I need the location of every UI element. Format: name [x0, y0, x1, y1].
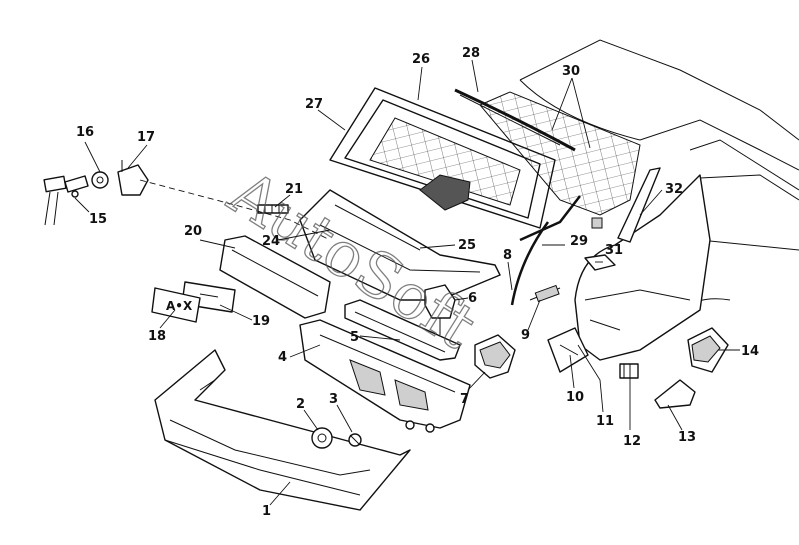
wiper-motor	[419, 174, 471, 211]
clip-small	[619, 363, 639, 379]
callout-15: 15	[89, 212, 107, 227]
callout-17: 17	[137, 130, 155, 145]
license-plate	[151, 287, 201, 323]
bumper-bracket-upper	[344, 299, 461, 361]
callout-2: 2	[296, 397, 305, 412]
rear-bumper	[154, 349, 411, 511]
callout-12: 12	[623, 434, 641, 449]
callout-18: 18	[148, 329, 166, 344]
tailgate-lock	[424, 284, 456, 319]
callout-5: 5	[350, 330, 359, 345]
callout-31: 31	[605, 243, 623, 258]
callout-10: 10	[566, 390, 584, 405]
bumper-nut	[311, 427, 333, 449]
callout-11: 11	[596, 414, 614, 429]
pillar-trim	[617, 167, 661, 243]
callout-26: 26	[412, 52, 430, 67]
callout-24: 24	[262, 234, 280, 249]
callout-14: 14	[741, 344, 759, 359]
tailgate	[299, 189, 501, 301]
clip	[591, 217, 603, 229]
callout-6: 6	[468, 291, 477, 306]
callout-32: 32	[665, 182, 683, 197]
callout-8: 8	[503, 248, 512, 263]
callout-9: 9	[521, 328, 530, 343]
number-plate-light	[257, 204, 289, 214]
callout-27: 27	[305, 97, 323, 112]
callout-30: 30	[562, 64, 580, 79]
callout-25: 25	[458, 238, 476, 253]
callout-16: 16	[76, 125, 94, 140]
callout-3: 3	[329, 392, 338, 407]
quarter-panel	[574, 174, 711, 361]
callout-7: 7	[460, 392, 469, 407]
lock-cylinder-set	[43, 160, 149, 226]
callout-labels: 1 2 3 4 5 6 7 8 9 10 11 12 13 14 15 16 1…	[76, 46, 759, 519]
callout-4: 4	[278, 350, 287, 365]
leader-lines	[74, 59, 740, 506]
callout-20: 20	[184, 224, 202, 239]
callout-19: 19	[252, 314, 270, 329]
callout-13: 13	[678, 430, 696, 445]
callout-29: 29	[570, 234, 588, 249]
callout-1: 1	[262, 504, 271, 519]
rear-panel-trim	[219, 235, 331, 319]
license-plate-text: A•X	[166, 299, 193, 313]
mud-flap-bracket	[654, 379, 696, 409]
bumper-reinforcement	[299, 319, 471, 429]
callout-21: 21	[285, 182, 303, 197]
callout-28: 28	[462, 46, 480, 61]
striker-bracket	[584, 254, 616, 271]
